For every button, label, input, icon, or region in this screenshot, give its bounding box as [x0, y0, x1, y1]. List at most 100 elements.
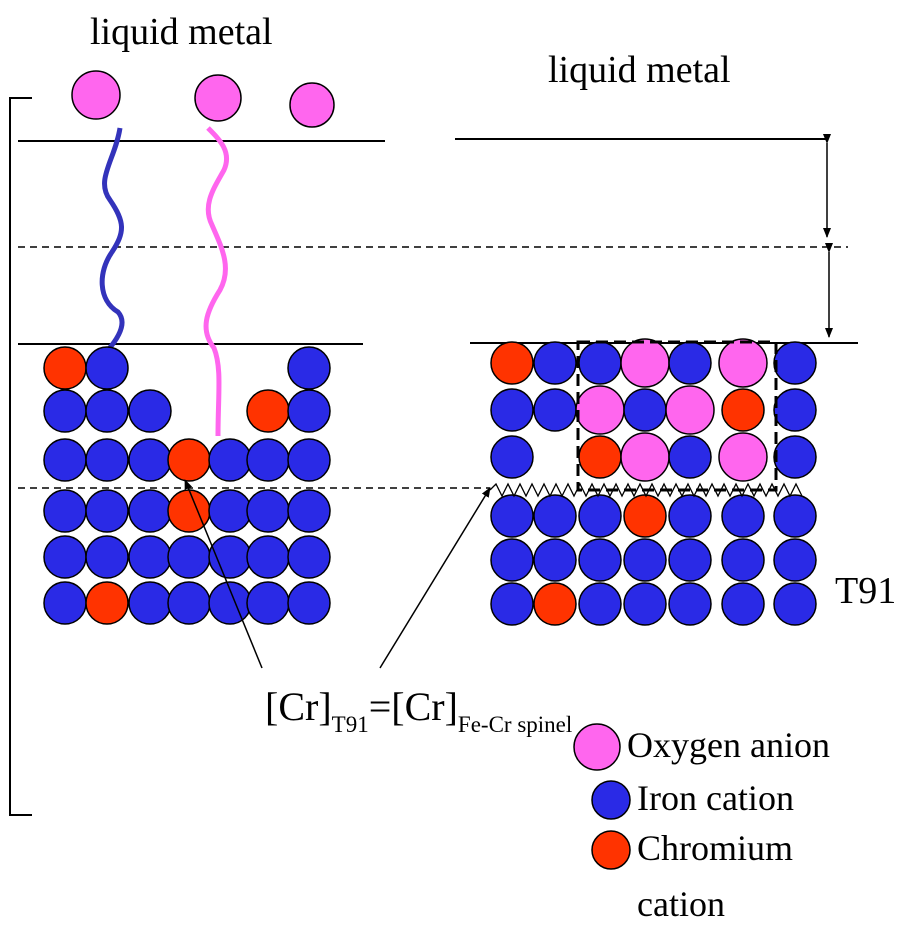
iron-atom: [85, 438, 129, 482]
iron-atom: [85, 346, 129, 390]
chromium-atom: [167, 438, 211, 482]
iron-atom: [533, 388, 577, 432]
chromium-atom: [246, 389, 290, 433]
legend-oxygen-dot: [573, 723, 621, 771]
iron-atom: [167, 535, 211, 579]
iron-atom: [623, 538, 667, 582]
iron-atom: [208, 438, 252, 482]
pointer-arrow-t91: [184, 479, 263, 669]
iron-atom: [773, 582, 817, 626]
liquid-metal-left-label: liquid metal: [90, 11, 273, 53]
iron-atom: [246, 438, 290, 482]
liquid-metal-right-label: liquid metal: [548, 49, 731, 91]
iron-atom: [246, 535, 290, 579]
iron-atom: [490, 538, 534, 582]
iron-atom: [533, 538, 577, 582]
equation-equals: =: [369, 684, 392, 729]
iron-atom: [668, 582, 712, 626]
chromium-atom: [533, 582, 577, 626]
left-lattice: [43, 346, 331, 625]
legend: Oxygen anion Iron cation Chromium cation: [573, 723, 830, 924]
iron-atom: [287, 489, 331, 533]
legend-iron-dot: [591, 780, 631, 820]
iron-atom: [287, 346, 331, 390]
oxygen-atom: [575, 385, 625, 435]
iron-atom: [773, 494, 817, 538]
oxygen-diffusion-path: [203, 126, 230, 437]
spinel-region-box: [576, 340, 778, 492]
iron-atom: [668, 538, 712, 582]
equation-rhs: [Cr]: [391, 684, 458, 729]
equation-lhs-subscript: T91: [332, 712, 369, 737]
iron-atom: [287, 389, 331, 433]
iron-atom: [85, 389, 129, 433]
iron-atom: [533, 341, 577, 385]
iron-atom: [287, 581, 331, 625]
iron-atom: [208, 535, 252, 579]
iron-atom: [128, 389, 172, 433]
iron-atom: [128, 489, 172, 533]
pointer-arrow-spinel: [379, 487, 491, 669]
left-liquid-oxygen-atoms: [71, 70, 335, 128]
iron-diffusion-path: [99, 127, 125, 352]
iron-atom: [773, 388, 817, 432]
iron-atom: [623, 388, 667, 432]
iron-atom: [490, 582, 534, 626]
iron-atom: [773, 538, 817, 582]
oxygen-atom: [665, 385, 715, 435]
iron-atom: [208, 489, 252, 533]
chromium-atom: [623, 494, 667, 538]
oxygen-atom: [289, 82, 335, 128]
oxygen-atom: [718, 338, 768, 388]
iron-atom: [578, 538, 622, 582]
oxygen-atom: [620, 432, 670, 482]
equation-rhs-subscript: Fe-Cr spinel: [458, 712, 572, 737]
chromium-atom: [721, 388, 765, 432]
iron-atom: [128, 535, 172, 579]
iron-atom: [668, 341, 712, 385]
iron-atom: [533, 494, 577, 538]
iron-atom: [490, 388, 534, 432]
iron-atom: [721, 582, 765, 626]
left-bracket: [9, 97, 32, 816]
legend-iron-label: Iron cation: [637, 778, 794, 818]
oxygen-atom: [194, 74, 242, 122]
iron-atom: [43, 535, 87, 579]
iron-atom: [773, 341, 817, 385]
right-zigzag-interface: [489, 482, 803, 498]
iron-atom: [85, 535, 129, 579]
iron-atom: [490, 435, 534, 479]
iron-atom: [128, 438, 172, 482]
right-lattice: [490, 338, 817, 626]
iron-atom: [578, 494, 622, 538]
iron-atom: [490, 494, 534, 538]
iron-atom: [287, 535, 331, 579]
oxygen-atom: [718, 432, 768, 482]
iron-atom: [287, 438, 331, 482]
iron-atom: [773, 435, 817, 479]
iron-atom: [43, 581, 87, 625]
iron-atom: [578, 341, 622, 385]
chromium-atom: [43, 346, 87, 390]
iron-atom: [623, 582, 667, 626]
iron-atom: [85, 489, 129, 533]
oxygen-atom: [71, 70, 121, 120]
iron-atom: [43, 489, 87, 533]
iron-atom: [246, 489, 290, 533]
chromium-equilibrium-equation: [Cr]T91=[Cr]Fe-Cr spinel: [265, 684, 572, 737]
chromium-atom: [578, 435, 622, 479]
iron-atom: [43, 389, 87, 433]
equation-lhs: [Cr]: [265, 684, 332, 729]
legend-chromium-label-2: cation: [637, 884, 725, 924]
chromium-atom: [85, 581, 129, 625]
chromium-atom: [490, 341, 534, 385]
iron-atom: [43, 438, 87, 482]
iron-atom: [668, 494, 712, 538]
iron-atom: [721, 538, 765, 582]
oxygen-atom: [620, 338, 670, 388]
iron-atom: [128, 581, 172, 625]
iron-atom: [668, 435, 712, 479]
legend-oxygen-label: Oxygen anion: [627, 725, 830, 765]
substrate-label: T91: [835, 570, 896, 612]
